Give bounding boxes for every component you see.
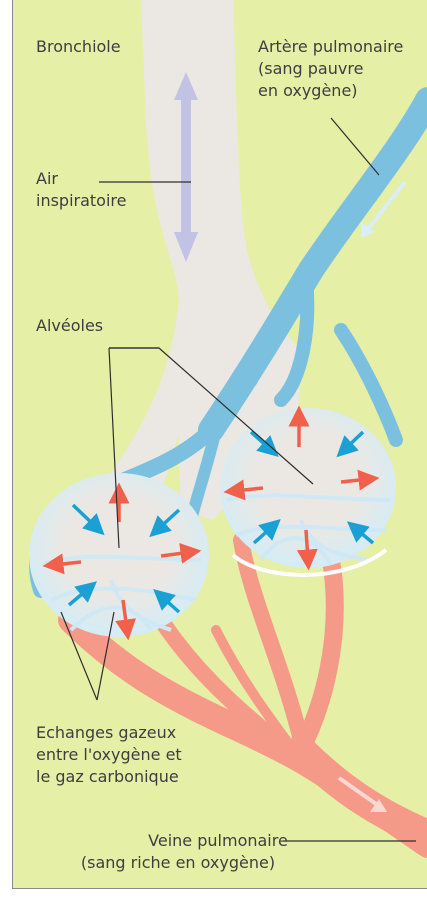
- artery-label: Artère pulmonaire (sang pauvre en oxygèn…: [258, 36, 403, 102]
- vein-label-line2: (sang riche en oxygène): [63, 852, 293, 874]
- exchange-label-line2: entre l'oxygène et: [36, 744, 182, 766]
- artery-label-line2: (sang pauvre: [258, 58, 403, 80]
- artery-label-line1: Artère pulmonaire: [258, 36, 403, 58]
- exchange-label: Echanges gazeux entre l'oxygène et le ga…: [36, 722, 182, 788]
- air-label-line2: inspiratoire: [36, 190, 126, 212]
- exchange-label-line3: le gaz carbonique: [36, 766, 182, 788]
- vein-label: Veine pulmonaire (sang riche en oxygène): [63, 830, 293, 874]
- alveoles-label: Alvéoles: [36, 315, 103, 337]
- air-label-line1: Air: [36, 168, 126, 190]
- exchange-label-line1: Echanges gazeux: [36, 722, 182, 744]
- vein-label-line1: Veine pulmonaire: [63, 830, 293, 852]
- air-label: Air inspiratoire: [36, 168, 126, 212]
- diagram-frame: Bronchiole Artère pulmonaire (sang pauvr…: [12, 0, 427, 889]
- bronchiole-label: Bronchiole: [36, 36, 121, 58]
- artery-label-line3: en oxygène): [258, 80, 403, 102]
